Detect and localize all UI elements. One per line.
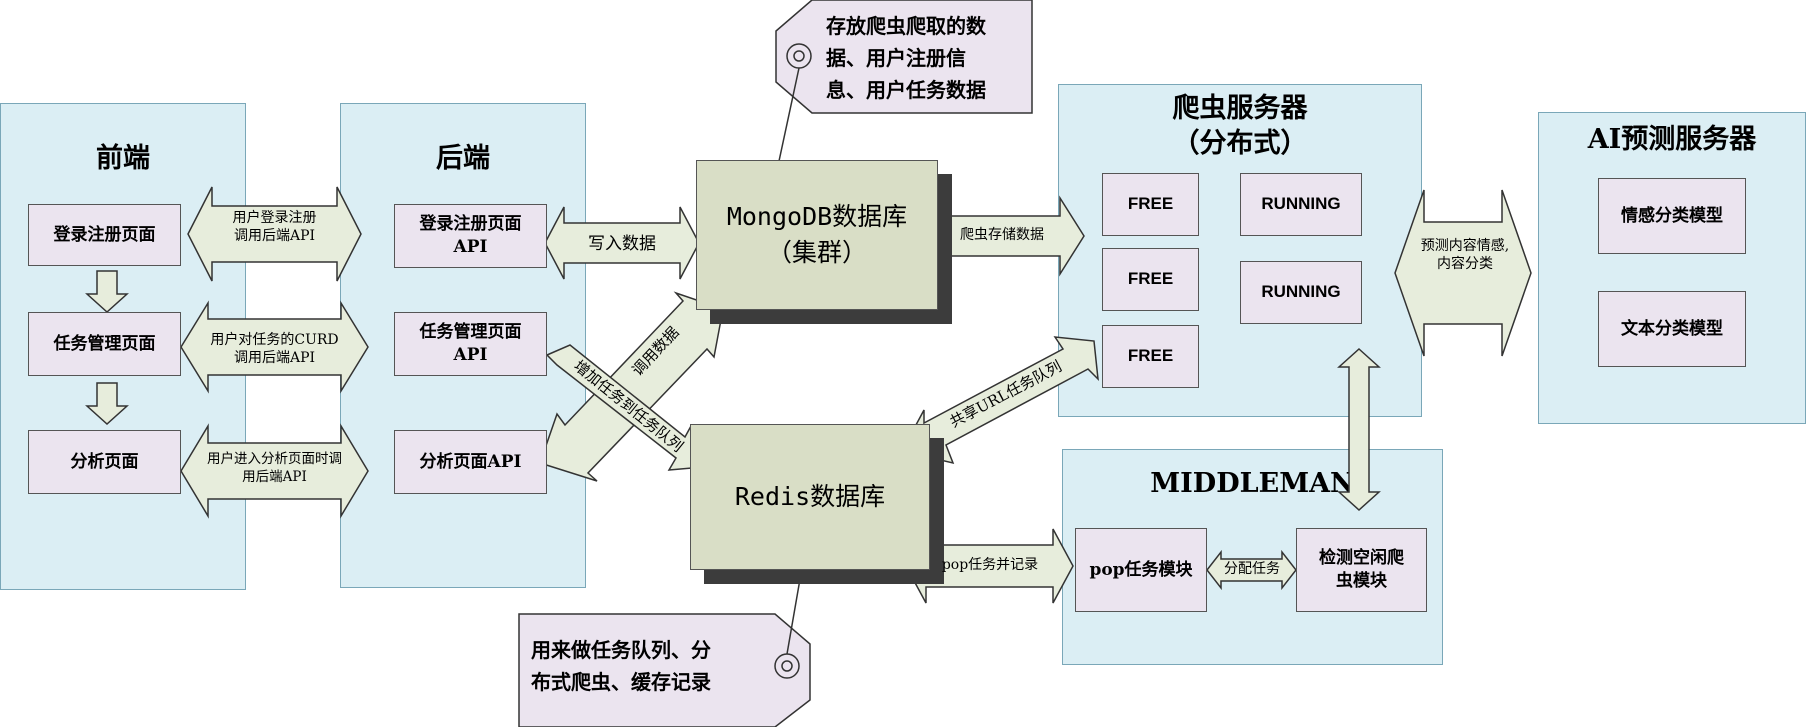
- pop-module-box: pop任务模块: [1075, 528, 1207, 612]
- detect-module-line2: 虫模块: [1336, 571, 1387, 591]
- analysis-double-arrow: [180, 423, 369, 519]
- redis-side-right: [930, 438, 944, 584]
- mongodb-side-right: [938, 174, 952, 324]
- redis-side-bottom: [704, 570, 944, 584]
- task-link-label: 用户对任务的CURD 调用后端API: [208, 331, 341, 367]
- mongodb-name-line1: MongoDB数据库: [726, 201, 908, 231]
- task-link-line1: 用户对任务的CURD: [210, 332, 339, 348]
- predict-label: 预测内容情感, 内容分类: [1400, 237, 1530, 273]
- crawler-node-running-2: RUNNING: [1240, 261, 1362, 324]
- assign-task-label: 分配任务: [1224, 561, 1280, 577]
- analysis-link-label: 用户进入分析页面时调 用后端API: [196, 451, 353, 486]
- task-page-box: 任务管理页面: [28, 312, 181, 376]
- crawler-middleman-arrow: [1337, 347, 1381, 512]
- login-page-box: 登录注册页面: [28, 204, 181, 266]
- crawler-node-free-1: FREE: [1102, 173, 1199, 236]
- down-arrow-1: [85, 270, 129, 314]
- mongodb-note-line1: 存放爬虫爬取的数: [826, 14, 986, 38]
- login-link-line1: 用户登录注册: [232, 210, 317, 226]
- mongodb-side-bottom: [710, 310, 952, 324]
- redis-note-line1: 用来做任务队列、分: [531, 638, 711, 662]
- predict-line2: 内容分类: [1437, 256, 1493, 273]
- mongodb-name-line2: （集群）: [766, 238, 867, 267]
- task-api-box: 任务管理页面 API: [394, 312, 547, 376]
- middleman-title: MIDDLEMAN: [1150, 468, 1355, 499]
- analysis-api-box: 分析页面API: [394, 430, 547, 494]
- mongodb-note-line2: 据、用户注册信: [826, 46, 966, 70]
- backend-title: 后端: [436, 143, 490, 174]
- ai-title: AI预测服务器: [1587, 124, 1757, 155]
- write-data-label: 写入数据: [588, 234, 656, 254]
- analysis-link-line1: 用户进入分析页面时调: [207, 451, 342, 467]
- mongodb-face: MongoDB数据库 （集群）: [696, 160, 938, 310]
- login-link-line2: 调用后端API: [233, 228, 316, 245]
- mongodb-note-tag: [775, 0, 1033, 114]
- redis-note-line2: 布式爬虫、缓存记录: [531, 670, 711, 694]
- predict-arrow: [1394, 189, 1532, 357]
- login-api-box: 登录注册页面 API: [394, 204, 547, 268]
- task-api-line2: API: [453, 345, 488, 365]
- login-api-line2: API: [453, 237, 488, 257]
- crawler-title: 爬虫服务器 （分布式）: [1059, 91, 1421, 161]
- task-double-arrow: [180, 300, 369, 394]
- analysis-page-box: 分析页面: [28, 430, 181, 494]
- crawler-title-line2: （分布式）: [1172, 128, 1308, 160]
- predict-line1: 预测内容情感,: [1420, 238, 1510, 254]
- task-api-line1: 任务管理页面: [419, 322, 522, 343]
- mongodb-database: MongoDB数据库 （集群）: [696, 160, 952, 324]
- mongodb-note: 存放爬虫爬取的数 据、用户注册信 息、用户任务数据: [826, 10, 986, 106]
- redis-database: Redis数据库: [690, 424, 944, 584]
- login-api-line1: 登录注册页面: [419, 214, 522, 235]
- redis-note: 用来做任务队列、分 布式爬虫、缓存记录: [531, 634, 711, 698]
- frontend-title: 前端: [96, 143, 150, 174]
- mongodb-tag-hole-inner: [793, 50, 805, 62]
- redis-note-tag: [518, 613, 811, 727]
- detect-idle-module-box: 检测空闲爬 虫模块: [1296, 528, 1427, 612]
- crawler-node-free-3: FREE: [1102, 325, 1199, 388]
- login-double-arrow: [187, 186, 362, 282]
- crawler-store-label: 爬虫存储数据: [960, 227, 1044, 243]
- text-model-box: 文本分类模型: [1598, 291, 1746, 367]
- login-link-label: 用户登录注册 调用后端API: [212, 209, 337, 245]
- analysis-link-line2: 用后端API: [242, 468, 307, 485]
- crawler-title-line1: 爬虫服务器: [1172, 93, 1308, 124]
- detect-module-line1: 检测空闲爬: [1319, 548, 1404, 569]
- crawler-node-running-1: RUNNING: [1240, 173, 1362, 236]
- crawler-node-free-2: FREE: [1102, 248, 1199, 311]
- pop-record-label: pop任务并记录: [941, 557, 1039, 573]
- mongodb-note-line3: 息、用户任务数据: [826, 78, 986, 102]
- sentiment-model-box: 情感分类模型: [1598, 178, 1746, 254]
- task-link-line2: 调用后端API: [233, 350, 316, 367]
- ai-panel: AI预测服务器: [1538, 112, 1806, 424]
- share-url-arrow: [900, 336, 1099, 465]
- down-arrow-2: [85, 382, 129, 426]
- redis-tag-hole-inner: [781, 660, 793, 672]
- redis-face: Redis数据库: [690, 424, 930, 570]
